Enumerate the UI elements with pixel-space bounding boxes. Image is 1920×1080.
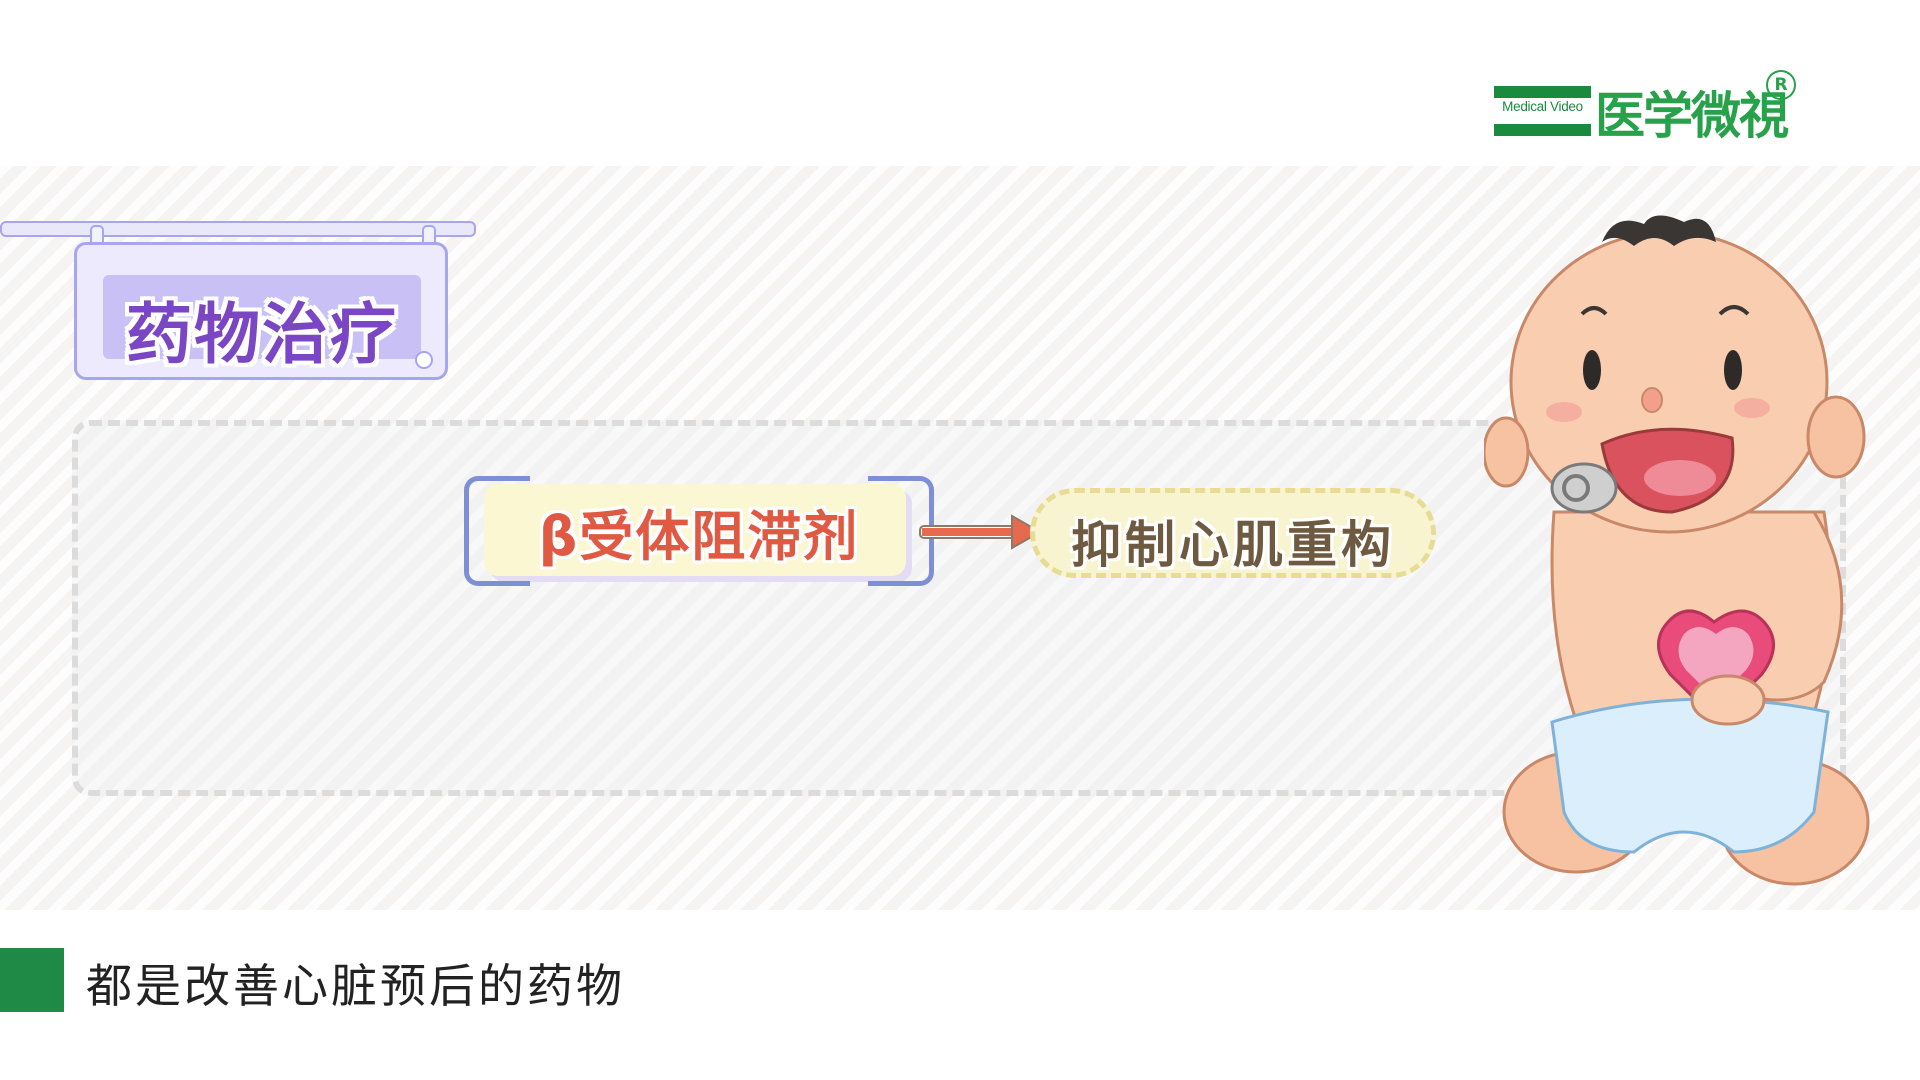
logo-brand-name: 医学微視 [1595,87,1789,145]
bracket-left-icon [464,476,530,586]
logo-badge: Medical Video [1494,86,1591,136]
section-title: 药物治疗 [126,296,398,373]
effect-pill: 抑制心肌重构 [1030,488,1436,578]
pacifier-icon [1550,462,1618,514]
subtitle-caption: 都是改善心脏预后的药物 [86,959,625,1013]
effect-text: 抑制心肌重构 [1071,516,1395,574]
caption-accent-bar [0,948,64,1012]
drug-box: β受体阻滞剂 [464,476,934,588]
drug-name: β受体阻滞剂 [538,505,860,568]
logo-badge-text: Medical Video [1502,99,1583,114]
baby-illustration [1484,215,1870,886]
title-sign: 药物治疗 [74,242,448,380]
registered-mark-icon: R [1766,70,1796,100]
arrow-right-icon [919,514,1042,550]
sign-rod [0,221,476,237]
sign-dot-icon [415,351,433,369]
